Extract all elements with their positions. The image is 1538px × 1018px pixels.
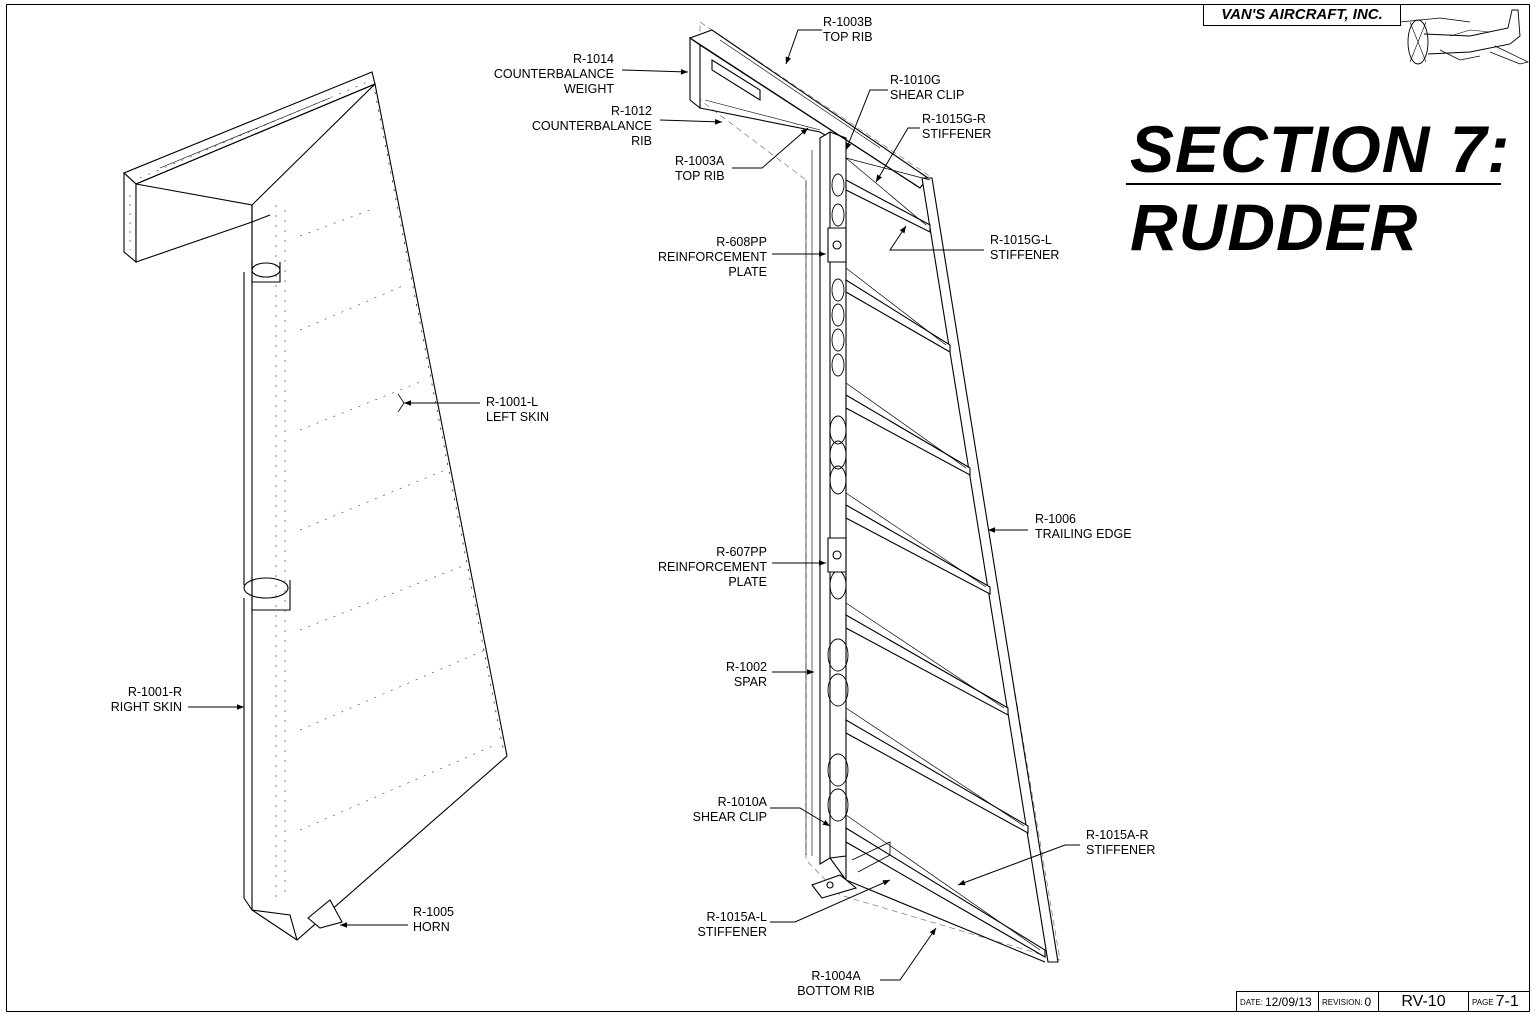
page-cell: PAGE 7-1 [1469, 992, 1530, 1012]
rudder-skeleton [688, 21, 1061, 963]
drawing-frame [6, 4, 1530, 1012]
skinned-rudder [122, 71, 508, 941]
date-value: 12/09/13 [1264, 995, 1312, 1009]
date-cell: DATE: 12/09/13 [1237, 992, 1319, 1012]
aircraft-logo [1399, 9, 1530, 65]
model-value: RV-10 [1401, 993, 1446, 1010]
page-value: 7-1 [1495, 993, 1519, 1010]
section-subtitle: RUDDER [1130, 190, 1419, 264]
section-title: SECTION 7: [1130, 112, 1511, 186]
revision-value: 0 [1364, 995, 1372, 1009]
company-name: VAN'S AIRCRAFT, INC. [1203, 5, 1401, 26]
title-underline [1126, 183, 1501, 185]
revision-cell: REVISION: 0 [1319, 992, 1379, 1012]
title-block: DATE: 12/09/13 REVISION: 0 RV-10 PAGE 7-… [1236, 991, 1530, 1012]
model-cell: RV-10 [1379, 992, 1469, 1012]
leader-lines [188, 29, 1080, 981]
